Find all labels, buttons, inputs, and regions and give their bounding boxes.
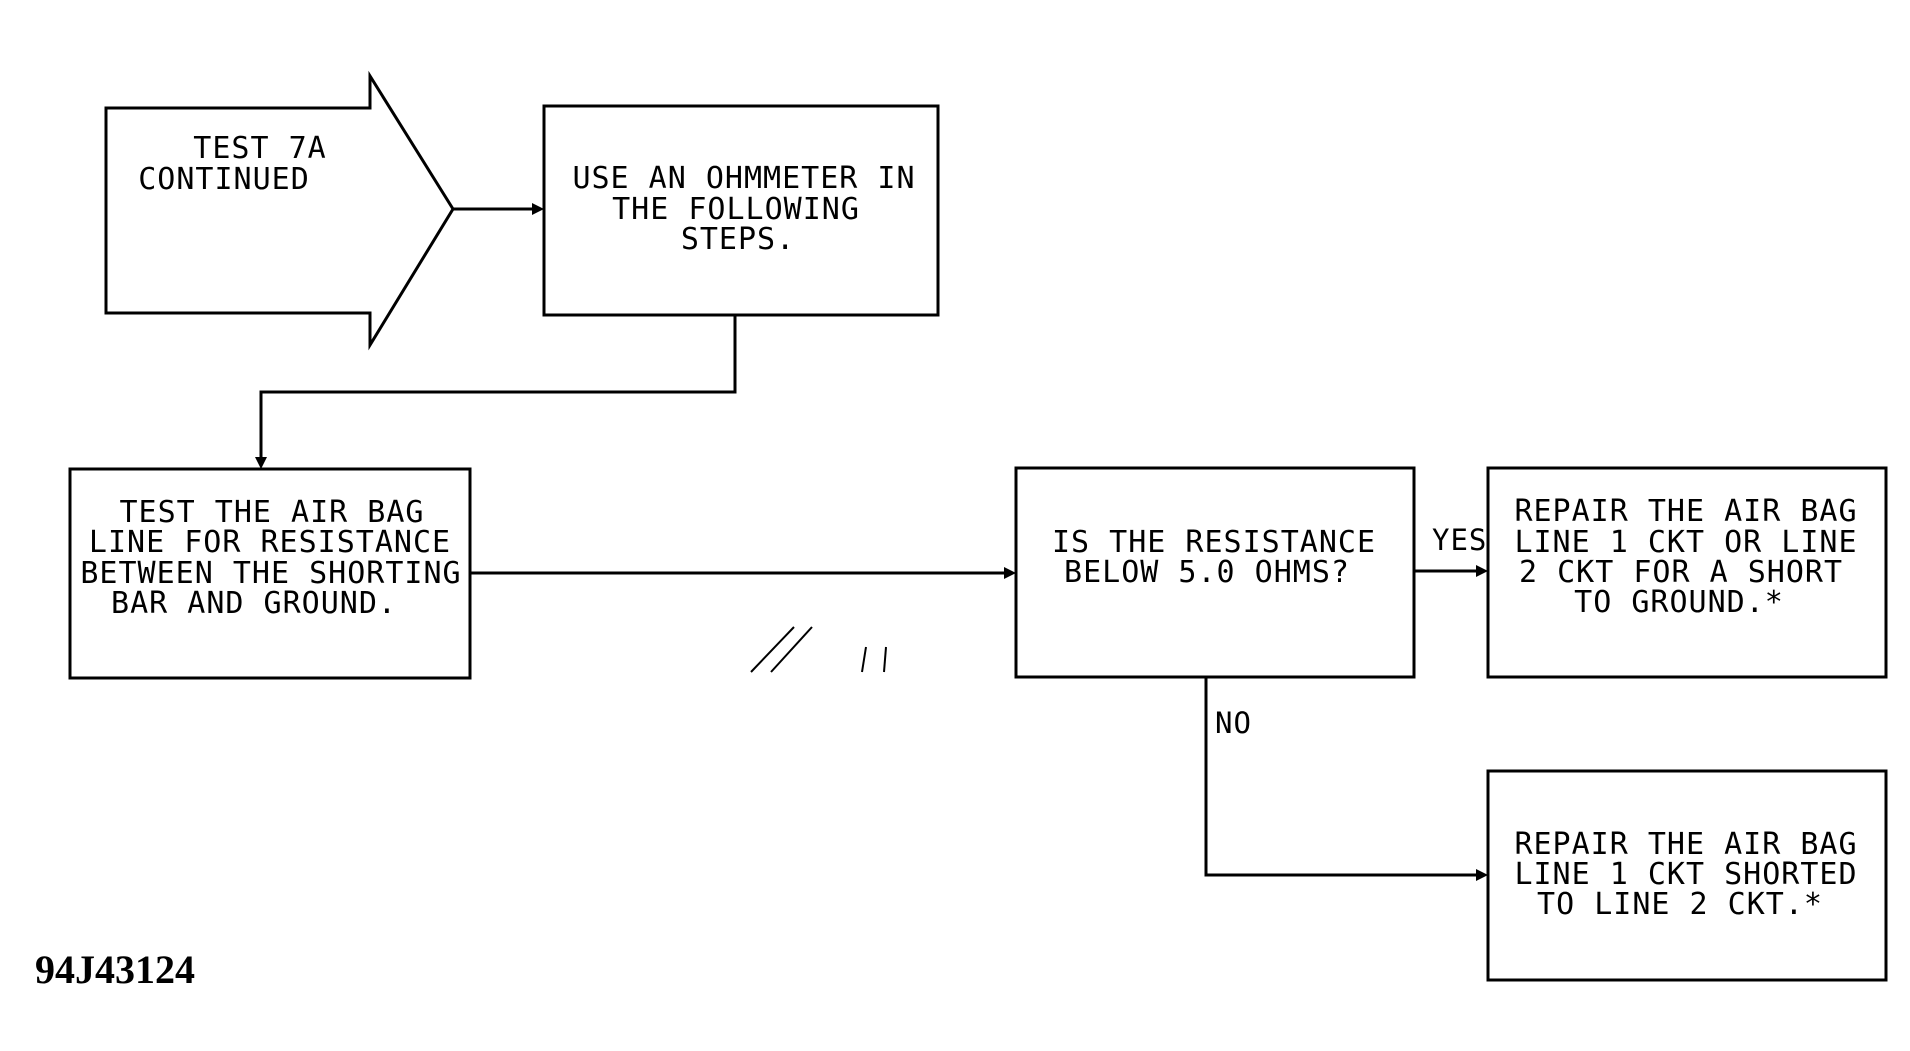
arrowhead: [255, 457, 267, 469]
connector-ohmmeter-to-test-line: [255, 315, 737, 469]
arrowhead: [1476, 869, 1488, 881]
arrowhead: [1004, 567, 1016, 579]
result-yes-node: REPAIR THE AIR BAG LINE 1 CKT OR LINE 2 …: [1486, 466, 1888, 679]
test-line-step-box: [68, 467, 472, 680]
connector-start-to-ohmmeter: [453, 203, 544, 215]
ohmmeter-line-3: STEPS.: [681, 222, 795, 257]
result-no-node: REPAIR THE AIR BAG LINE 1 CKT SHORTED TO…: [1486, 769, 1888, 982]
connector-test-line-to-decision: [470, 567, 1016, 579]
decision-line-2: BELOW 5.0 OHMS?: [1064, 555, 1350, 590]
start-line-2: CONTINUED: [138, 162, 310, 197]
start-line-1: TEST 7A: [193, 131, 326, 166]
ohmmeter-step-node: USE AN OHMMETER IN THE FOLLOWING STEPS.: [542, 104, 940, 317]
connector-decision-yes: YES: [1414, 523, 1488, 577]
result-no-box: [1486, 769, 1888, 982]
result-yes-line-3: 2 CKT FOR A SHORT: [1519, 555, 1843, 590]
test-line-line-3: BETWEEN THE SHORTING: [80, 556, 461, 591]
no-label: NO: [1215, 706, 1252, 740]
ohmmeter-line-2: THE FOLLOWING: [612, 192, 860, 227]
decision-box: [1014, 466, 1416, 679]
result-no-line-3: TO LINE 2 CKT.*: [1537, 887, 1823, 922]
result-yes-line-2: LINE 1 CKT OR LINE: [1514, 525, 1857, 560]
arrowhead: [532, 203, 544, 215]
connector-decision-no: NO: [1204, 677, 1488, 881]
test-line-line-1: TEST THE AIR BAG: [120, 495, 425, 530]
result-yes-line-4: TO GROUND.*: [1574, 585, 1784, 620]
ohmmeter-line-1: USE AN OHMMETER IN: [572, 161, 915, 196]
test-line-step-node: TEST THE AIR BAG LINE FOR RESISTANCE BET…: [68, 467, 472, 680]
result-yes-box: [1486, 466, 1888, 679]
arrowhead: [1476, 565, 1488, 577]
result-yes-line-1: REPAIR THE AIR BAG: [1514, 494, 1857, 529]
result-no-line-2: LINE 1 CKT SHORTED: [1514, 857, 1857, 892]
figure-id: 94J43124: [35, 947, 195, 992]
break-marks: [750, 626, 887, 673]
decision-node: IS THE RESISTANCE BELOW 5.0 OHMS?: [1014, 466, 1416, 679]
start-arrow-shape: [104, 70, 455, 351]
test-line-line-4: BAR AND GROUND.: [111, 586, 397, 621]
yes-label: YES: [1432, 523, 1487, 557]
decision-line-1: IS THE RESISTANCE: [1052, 525, 1376, 560]
result-no-line-1: REPAIR THE AIR BAG: [1514, 827, 1857, 862]
ohmmeter-step-box: [542, 104, 940, 317]
test-line-line-2: LINE FOR RESISTANCE: [89, 525, 451, 560]
start-arrow-node: TEST 7A CONTINUED: [104, 70, 455, 351]
